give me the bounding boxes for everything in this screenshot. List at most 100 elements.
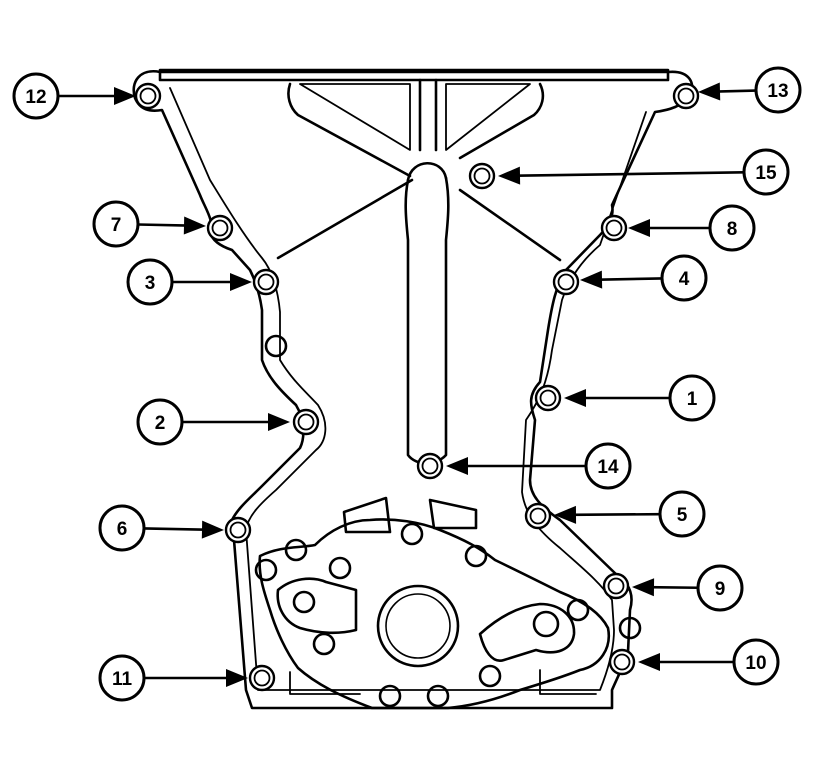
bolt-hole-inner-5	[529, 507, 547, 525]
arrowhead-13	[698, 82, 721, 101]
bolt-hole-13	[672, 82, 700, 110]
callout-label-6: 6	[117, 519, 128, 540]
bolt-hole-inner-10	[613, 653, 631, 671]
rib-top-pocket-left	[299, 83, 411, 151]
oil-pump-hole	[312, 632, 336, 656]
callout-circle-1	[668, 374, 716, 422]
bolt-hole-14	[416, 452, 444, 480]
bolt-hole-inner-6	[229, 521, 247, 539]
oil-pump-hole	[618, 616, 642, 640]
bolt-hole-6	[224, 516, 252, 544]
bolt-hole-8	[600, 214, 628, 242]
rib-upper-left	[287, 82, 412, 178]
bottom-flange-pocket-right	[539, 669, 597, 695]
oil-pump-hole	[254, 558, 278, 582]
callout-circle-2	[136, 398, 184, 446]
rib-top-pocket-right	[445, 83, 531, 151]
rib-center-vertical	[404, 176, 450, 465]
callout-label-10: 10	[745, 653, 766, 674]
leader-line-5	[571, 512, 661, 517]
callout-circle-12	[12, 72, 60, 120]
leader-line-9	[649, 585, 699, 590]
callout-circle-4	[660, 254, 708, 302]
bolt-hole-inner-4	[557, 273, 575, 291]
oil-pump-hole	[378, 684, 402, 708]
leader-line-15	[515, 171, 745, 178]
oil-pump-hole	[284, 538, 308, 562]
callout-circle-10	[732, 638, 780, 686]
callout-label-3: 3	[145, 273, 156, 294]
leader-line-13	[715, 89, 757, 93]
oil-pump-left-boss-hole	[292, 590, 316, 614]
bolt-hole-inner-8	[605, 219, 623, 237]
callout-label-2: 2	[155, 413, 166, 434]
oil-pump-hole	[400, 522, 424, 546]
top-flange-edge	[158, 68, 670, 82]
bottom-flange-pocket-left	[289, 671, 361, 695]
bolt-hole-inner-9	[607, 577, 625, 595]
arrowhead-10	[638, 653, 660, 671]
bolt-hole-inner-14	[421, 457, 439, 475]
bolt-hole-inner-12	[139, 87, 157, 105]
callout-circle-8	[708, 204, 756, 252]
arrowhead-1	[564, 389, 586, 407]
oil-pump-hole	[478, 664, 502, 688]
arrowhead-4	[580, 270, 603, 289]
callout-circle-6	[98, 504, 146, 552]
arrowhead-6	[201, 520, 224, 539]
arrowhead-2	[268, 413, 290, 431]
callout-circle-15	[742, 148, 790, 196]
callout-label-4: 4	[679, 269, 690, 290]
oil-pump-body	[258, 518, 611, 710]
callout-circle-7	[92, 200, 140, 248]
oil-pump-hole	[426, 684, 450, 708]
callout-label-12: 12	[25, 87, 46, 108]
bolt-hole-7	[206, 214, 234, 242]
cover-outline	[132, 70, 694, 710]
callout-label-11: 11	[112, 669, 133, 690]
bolt-hole-inner-15	[473, 167, 491, 185]
oil-pump-tab-left	[342, 496, 392, 534]
leader-line-4	[597, 277, 663, 281]
bolt-hole-inner-11	[253, 669, 271, 687]
callout-circle-11	[98, 654, 146, 702]
callout-label-7: 7	[111, 215, 122, 236]
rib-diagonal-right	[458, 188, 562, 262]
bolt-hole-3	[252, 268, 280, 296]
arrowhead-7	[183, 216, 206, 235]
oil-pump-bore-inner	[385, 593, 451, 659]
callout-label-15: 15	[755, 163, 777, 184]
bolt-hole-5	[524, 502, 552, 530]
arrowhead-11	[226, 669, 248, 687]
arrowhead-15	[498, 166, 521, 185]
bolt-hole-inner-13	[677, 87, 695, 105]
oil-pump-hole	[264, 334, 288, 358]
bolt-hole-9	[602, 572, 630, 600]
callout-label-9: 9	[715, 579, 726, 600]
arrowhead-9	[632, 578, 655, 597]
callout-label-5: 5	[677, 505, 688, 526]
bolt-hole-1	[534, 384, 562, 412]
callout-label-14: 14	[597, 457, 619, 478]
bolt-hole-2	[292, 408, 320, 436]
callout-circle-13	[754, 66, 802, 114]
oil-pump-hole	[464, 544, 488, 568]
callout-label-1: 1	[687, 389, 698, 410]
callout-circle-5	[658, 490, 706, 538]
callout-circle-3	[126, 258, 174, 306]
oil-pump-tab-right	[428, 498, 478, 530]
arrowhead-14	[446, 457, 468, 475]
bolt-hole-11	[248, 664, 276, 692]
oil-pump-bore-outer	[376, 584, 460, 668]
bolt-hole-4	[552, 268, 580, 296]
oil-pump-right-boss	[478, 602, 576, 662]
bolt-locations	[134, 82, 700, 692]
bolt-hole-inner-7	[211, 219, 229, 237]
timing-cover-illustration	[132, 68, 694, 710]
leader-line-7	[137, 223, 189, 227]
rib-center-cap	[406, 162, 448, 182]
arrowhead-3	[230, 273, 252, 291]
arrowhead-5	[554, 505, 577, 524]
